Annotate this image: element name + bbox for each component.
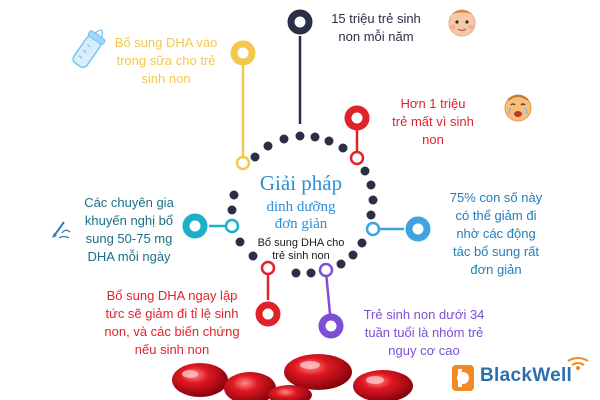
callout-right: 75% con số này có thể giảm đi nhờ các độ…	[440, 189, 552, 279]
center-subtitle-line: dinh dưỡng	[266, 199, 336, 215]
callout-line: nhờ các động	[456, 226, 536, 241]
node-top	[287, 9, 313, 124]
callout-line: Bổ sung DHA ngay lập	[106, 288, 238, 303]
node-upper-left	[230, 40, 256, 171]
callout-lower-right: Trẻ sinh non dưới 34 tuần tuổi là nhóm t…	[348, 306, 500, 360]
node-upper-right	[344, 105, 370, 166]
callout-line: Bổ sung DHA vào	[114, 35, 218, 50]
blackwell-logo-mark	[452, 357, 589, 391]
callout-line: Hơn 1 triệu	[400, 96, 466, 111]
callout-line: tức sẽ giảm đi tỉ lệ sinh	[105, 306, 239, 321]
callout-line: tác bổ sung rất	[453, 244, 539, 259]
crying-baby-icon	[504, 94, 532, 122]
callout-lower-left: Bổ sung DHA ngay lập tức sẽ giảm đi tỉ l…	[92, 287, 252, 359]
callout-line: có thể giảm đi	[455, 208, 537, 223]
node-lower-right	[318, 262, 344, 339]
callout-line: tuần tuổi là nhóm trẻ	[364, 325, 484, 340]
callout-line: khuyến nghị bổ	[84, 213, 174, 228]
callout-line: 75% con số này	[449, 190, 543, 205]
callout-upper-left: Bổ sung DHA vào trong sữa cho trẻ sinh n…	[106, 34, 226, 88]
callout-line: non	[422, 132, 444, 147]
callout-top: 15 triệu trẻ sinh non mỗi năm	[320, 10, 432, 46]
callout-upper-right: Hơn 1 triệu trẻ mất vì sinh non	[378, 95, 488, 149]
dotted-circle	[227, 131, 378, 278]
callout-line: sinh non	[141, 71, 191, 86]
center-title: Giải pháp	[259, 171, 343, 195]
center-note: Bổ sung DHA cho trẻ sinh non	[240, 237, 362, 263]
callout-line: Các chuyên gia	[84, 195, 174, 210]
node-right	[365, 216, 431, 242]
center-note-line: Bổ sung DHA cho	[257, 237, 345, 249]
callout-line: nguy cơ cao	[388, 343, 460, 358]
blackwell-logo: BlackWell	[450, 355, 600, 395]
center-subtitle: dinh dưỡng đơn giản	[228, 199, 374, 233]
node-lower-left	[255, 260, 281, 327]
callout-line: trong sữa cho trẻ	[116, 53, 216, 68]
callout-line: nếu sinh non	[134, 342, 210, 357]
callout-line: trẻ mất vì sinh	[392, 114, 474, 129]
callout-line: Trẻ sinh non dưới 34	[363, 307, 485, 322]
center-note-line: trẻ sinh non	[272, 250, 330, 262]
blackwell-logo-text: BlackWell	[480, 365, 573, 386]
callout-line: 15 triệu trẻ sinh	[331, 11, 421, 26]
baby-face-icon	[448, 9, 476, 37]
callout-line: DHA mỗi ngày	[87, 249, 171, 264]
callout-line: đơn giản	[470, 262, 522, 277]
node-left	[182, 213, 240, 239]
baby-bottle-icon	[72, 29, 106, 69]
callout-line: non, và các biến chứng	[104, 324, 240, 339]
center-subtitle-line: đơn giản	[274, 216, 328, 232]
dha-capsules-image	[172, 354, 413, 400]
callout-line: sung 50-75 mg	[85, 231, 173, 246]
callout-line: non mỗi năm	[338, 29, 414, 44]
callout-left: Các chuyên gia khuyến nghị bổ sung 50-75…	[74, 194, 184, 266]
pen-icon	[52, 221, 71, 239]
